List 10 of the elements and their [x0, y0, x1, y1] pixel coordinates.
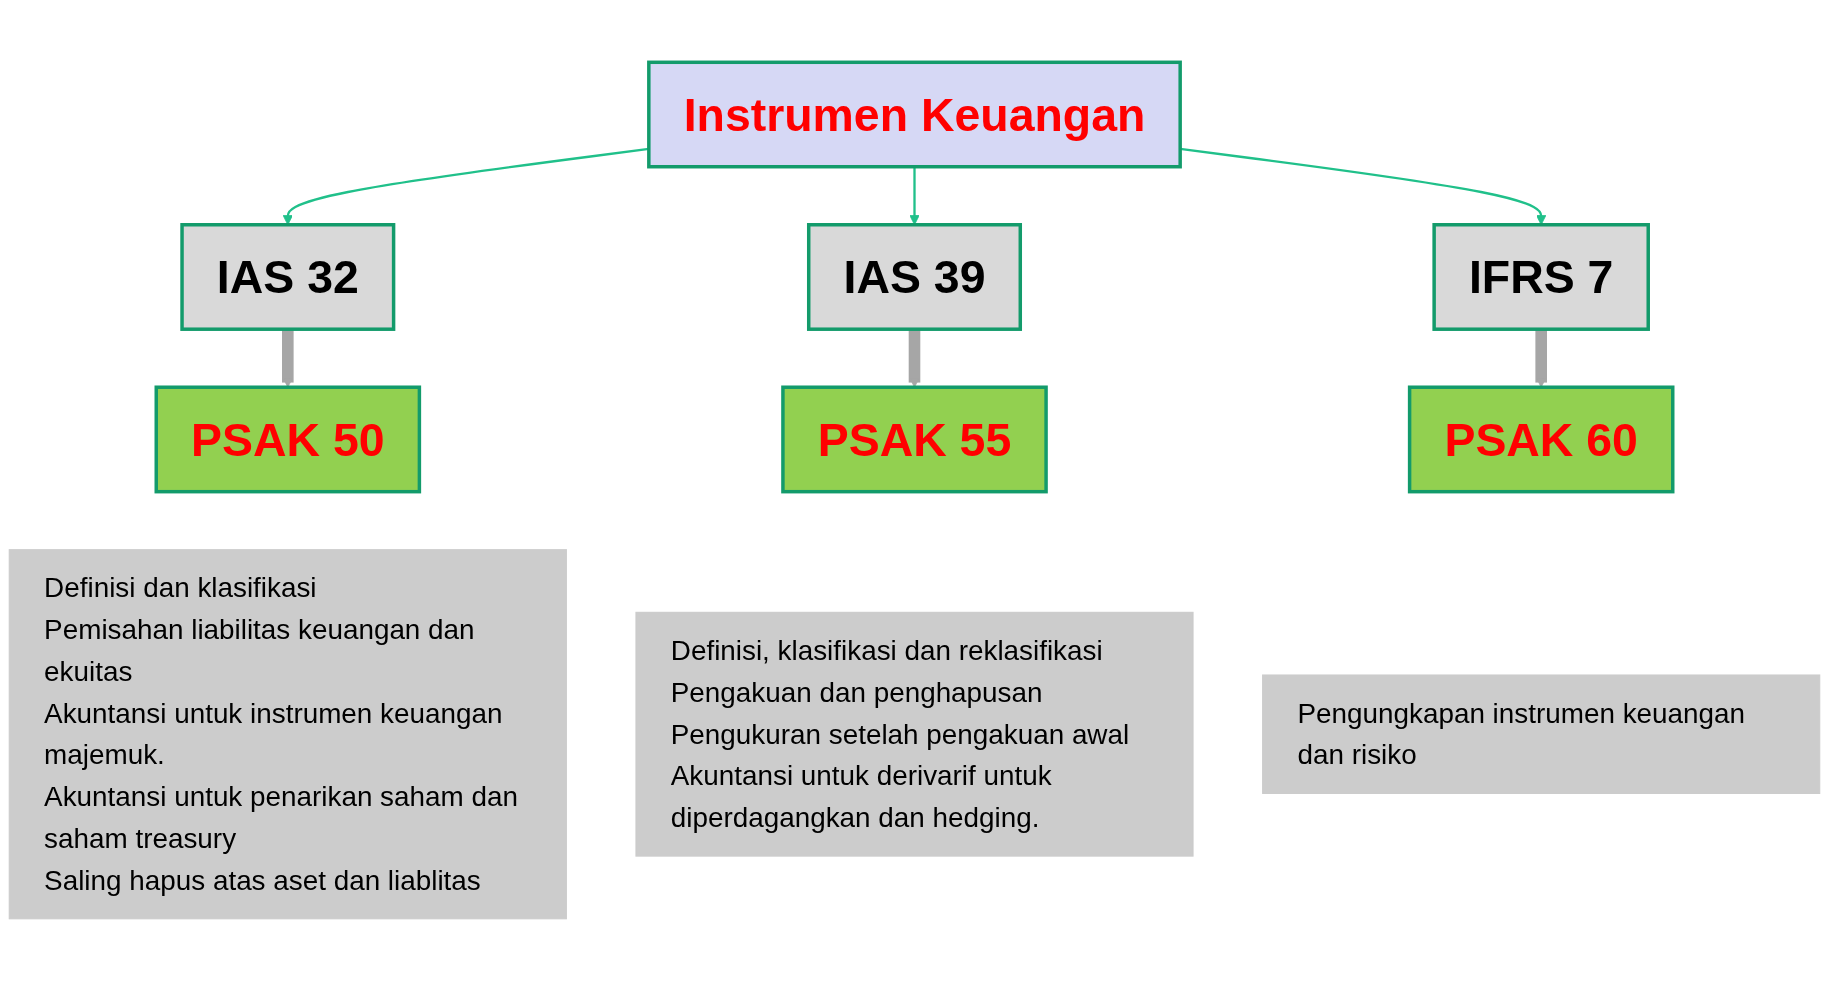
- node-box: Instrumen Keuangan: [647, 60, 1182, 169]
- node-box: PSAK 50: [154, 385, 422, 494]
- node-box: PSAK 60: [1407, 385, 1675, 494]
- node-box: Definisi dan klasifikasi Pemisahan liabilitas keuangan dan ekuitas Akuntansi untuk instrumen keuangan majemuk. Akuntansi untuk penarikan saham dan saham treasury Saling hapus atas aset dan liablitas: [8, 549, 567, 920]
- node-box: IFRS 7: [1432, 223, 1650, 331]
- node-box: IAS 32: [180, 223, 396, 331]
- node-box: Definisi, klasifikasi dan reklasifikasi Pengakuan dan penghapusan Pengukuran setelah pengakuan awal Akuntansi untuk derivarif untuk diperdagangkan dan hedging.: [635, 611, 1194, 857]
- node-box: PSAK 55: [781, 385, 1048, 494]
- node-box: IAS 39: [807, 223, 1022, 331]
- node-box: Pengungkapan instrumen keuangan dan risiko: [1262, 674, 1821, 794]
